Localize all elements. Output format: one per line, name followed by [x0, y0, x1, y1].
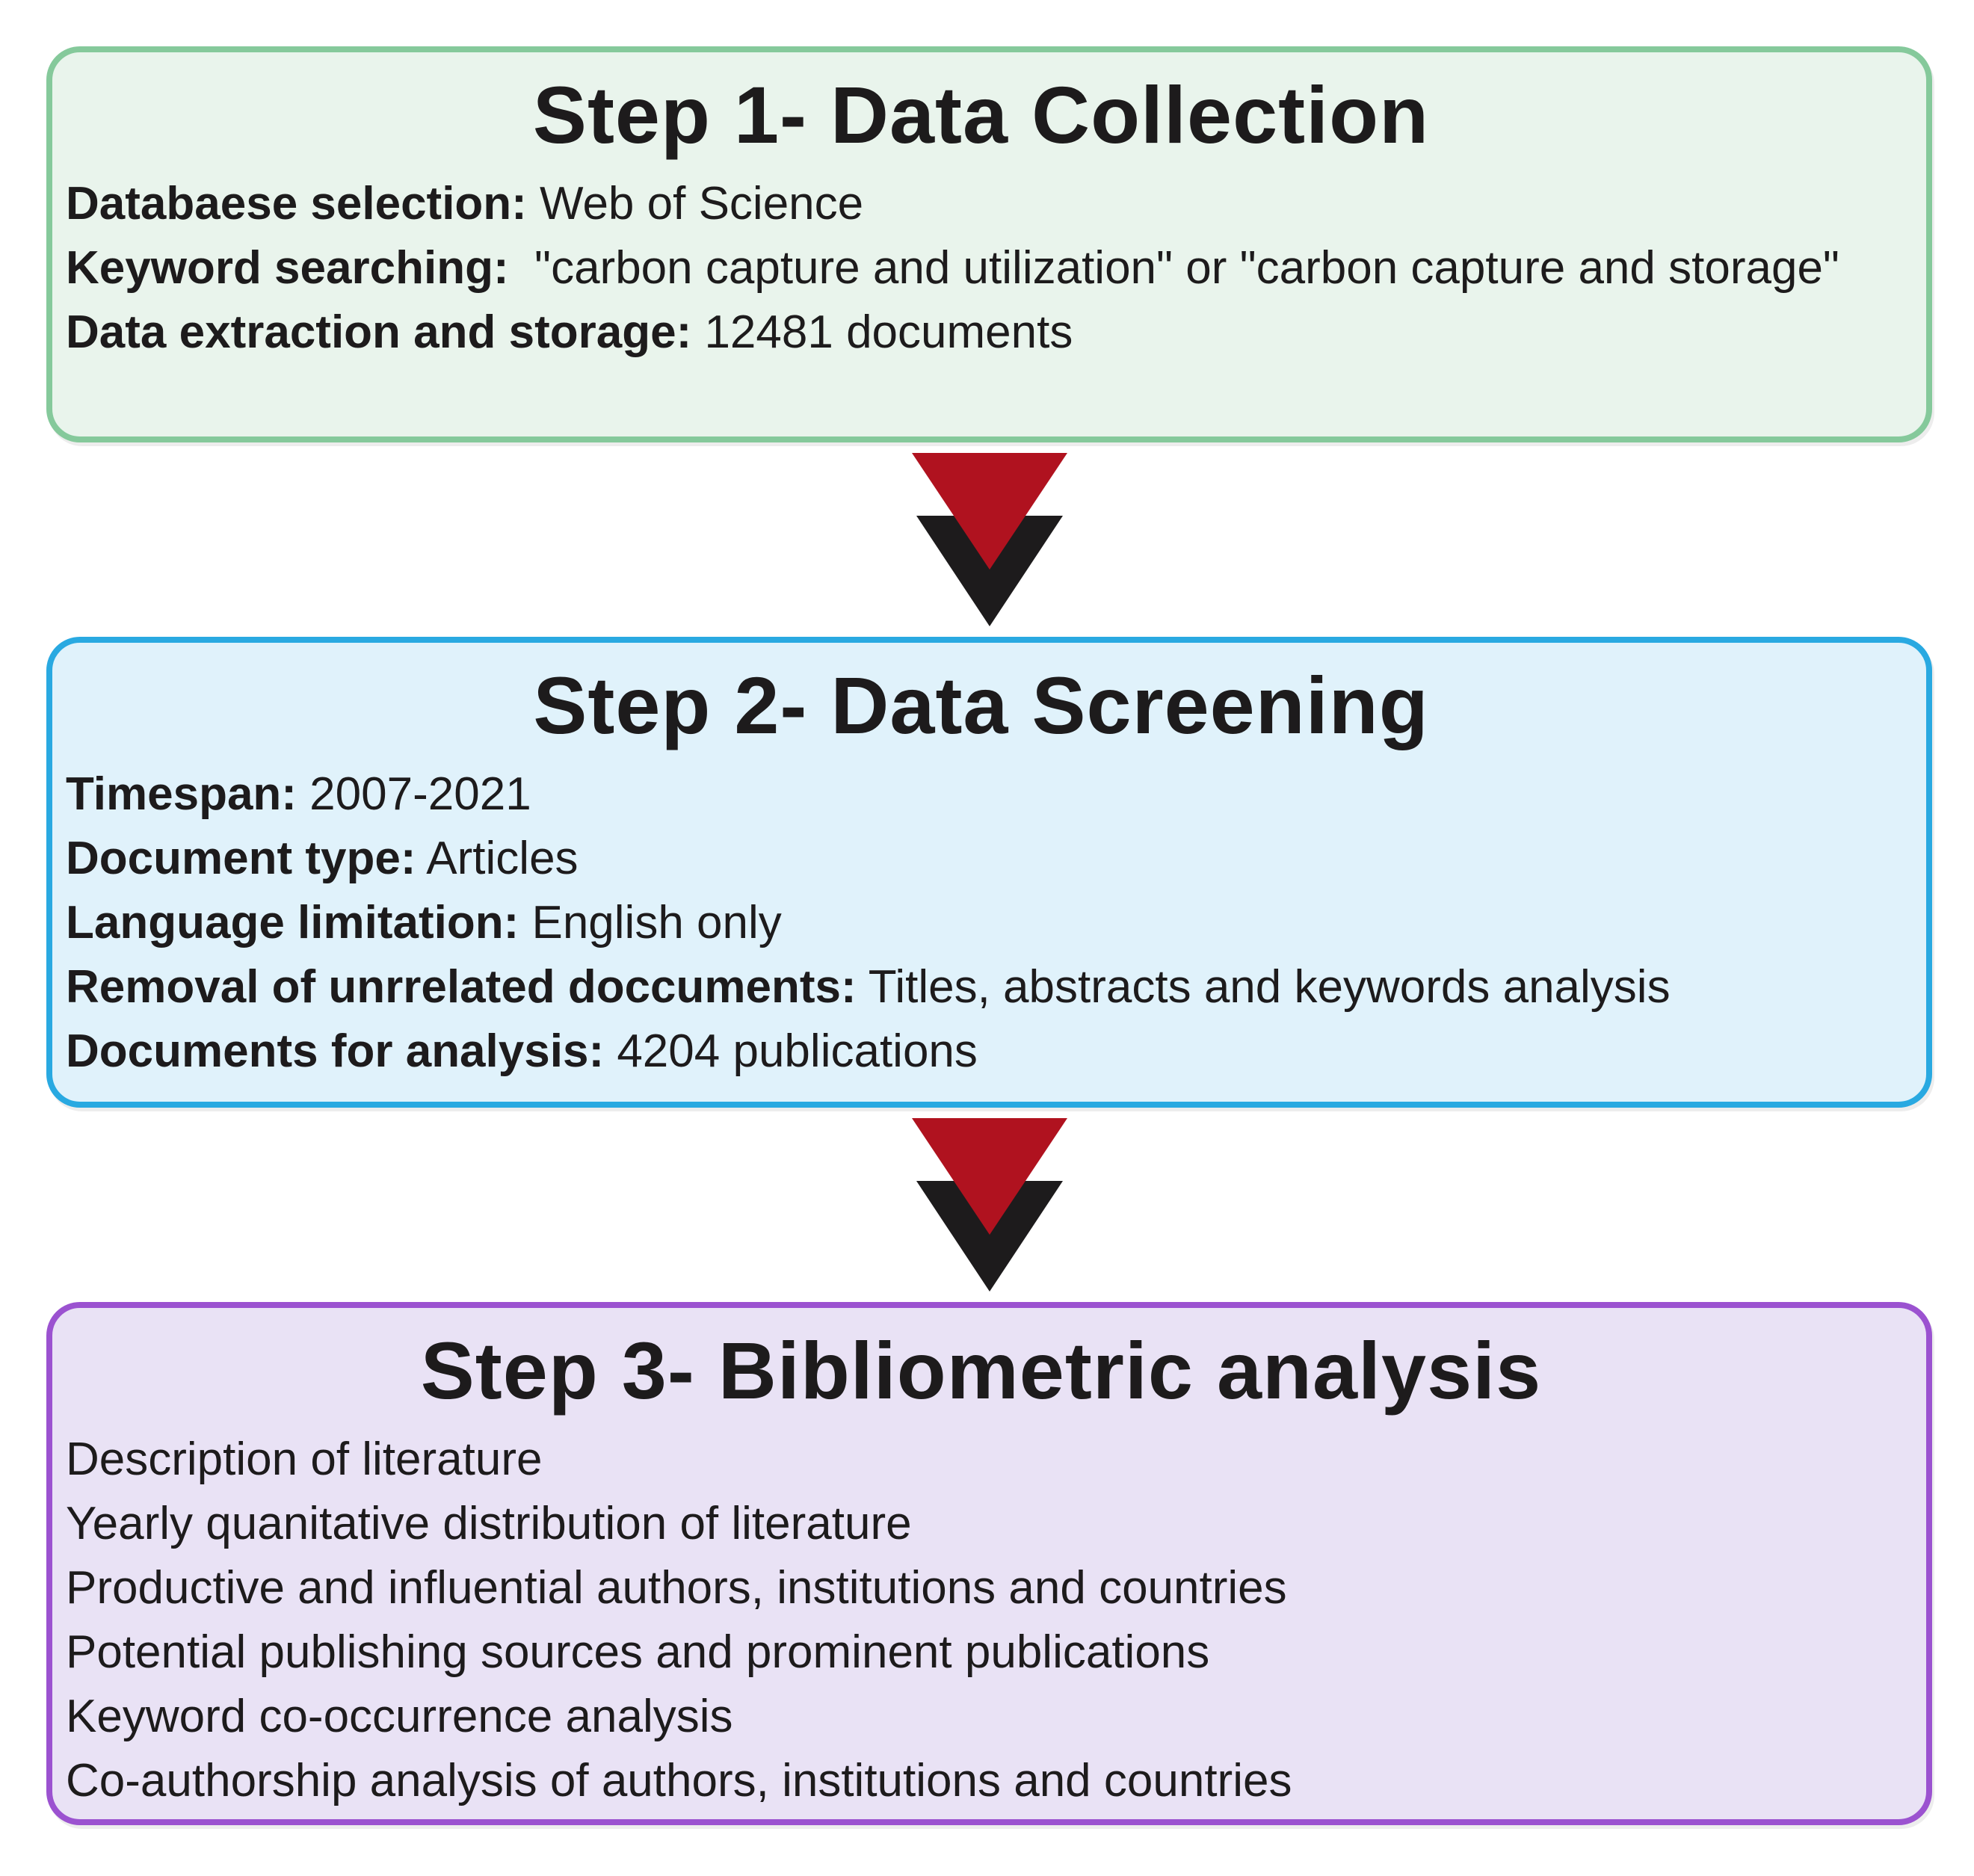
arrow-gap-1 [46, 442, 1932, 637]
step-2-title: Step 2- Data Screening [533, 660, 1429, 750]
coauthorship-line: Co-authorship analysis of authors, insti… [66, 1749, 1896, 1813]
publishing-sources-value: Potential publishing sources and promine… [66, 1626, 1210, 1679]
keyword-searching-label: Keyword searching: [66, 242, 509, 294]
removal-documents-value: Titles, abstracts and keywords analysis [856, 961, 1671, 1013]
down-arrow-icon [911, 453, 1067, 626]
removal-documents-line: Removal of unrrelated doccuments: Titles… [66, 955, 1896, 1019]
database-selection-line: Databaese selection: Web of Science [66, 172, 1896, 236]
data-extraction-value: 12481 documents [691, 306, 1073, 359]
arrow-red-triangle [911, 453, 1067, 570]
document-type-line: Document type: Articles [66, 827, 1896, 891]
yearly-distribution-value: Yearly quanitative distribution of liter… [66, 1498, 912, 1550]
keyword-cooccurrence-value: Keyword co-occurrence analysis [66, 1691, 733, 1743]
step-3-bibliometric-analysis-box: Step 3- Bibliometric analysis Descriptio… [46, 1302, 1932, 1825]
database-selection-value: Web of Science [526, 178, 864, 230]
down-arrow-icon [911, 1118, 1067, 1292]
arrow-red-triangle [911, 1118, 1067, 1235]
documents-analysis-value: 4204 publications [604, 1025, 978, 1078]
keyword-searching-value: "carbon capture and utilization" or "car… [508, 242, 1839, 294]
language-limitation-value: English only [519, 897, 782, 949]
document-type-value: Articles [416, 833, 579, 885]
productive-authors-line: Productive and influential authors, inst… [66, 1556, 1896, 1620]
coauthorship-value: Co-authorship analysis of authors, insti… [66, 1755, 1292, 1807]
documents-analysis-label: Documents for analysis: [66, 1025, 605, 1078]
arrow-gap-2 [46, 1108, 1932, 1302]
productive-authors-value: Productive and influential authors, inst… [66, 1562, 1287, 1614]
description-literature-line: Description of literature [66, 1428, 1896, 1492]
keyword-cooccurrence-line: Keyword co-occurrence analysis [66, 1685, 1896, 1749]
step-2-data-screening-box: Step 2- Data Screening Timespan: 2007-20… [46, 637, 1932, 1108]
arrow-black-chevron [916, 1181, 1063, 1292]
step-3-title: Step 3- Bibliometric analysis [420, 1325, 1542, 1416]
data-extraction-label: Data extraction and storage: [66, 306, 692, 359]
arrow-black-chevron [916, 516, 1063, 626]
yearly-distribution-line: Yearly quanitative distribution of liter… [66, 1492, 1896, 1556]
description-literature-value: Description of literature [66, 1434, 543, 1486]
database-selection-label: Databaese selection: [66, 178, 527, 230]
step-1-data-collection-box: Step 1- Data Collection Databaese select… [46, 46, 1932, 442]
document-type-label: Document type: [66, 833, 416, 885]
timespan-line: Timespan: 2007-2021 [66, 762, 1896, 827]
data-extraction-line: Data extraction and storage: 12481 docum… [66, 300, 1896, 365]
language-limitation-line: Language limitation: English only [66, 891, 1896, 955]
removal-documents-label: Removal of unrrelated doccuments: [66, 961, 857, 1013]
documents-analysis-line: Documents for analysis: 4204 publication… [66, 1019, 1896, 1084]
timespan-label: Timespan: [66, 768, 297, 821]
publishing-sources-line: Potential publishing sources and promine… [66, 1620, 1896, 1685]
step-1-title: Step 1- Data Collection [532, 70, 1430, 160]
timespan-value: 2007-2021 [296, 768, 531, 821]
language-limitation-label: Language limitation: [66, 897, 519, 949]
keyword-searching-line: Keyword searching: "carbon capture and u… [66, 236, 1896, 300]
